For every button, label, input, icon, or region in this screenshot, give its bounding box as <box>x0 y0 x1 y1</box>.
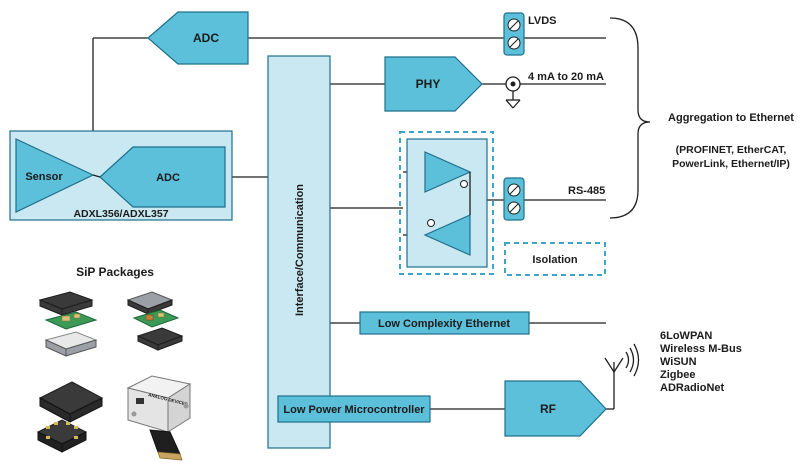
sensor-block <box>15 138 95 213</box>
isolation-label: Isolation <box>532 254 578 266</box>
sensor-module-label: ADXL356/ADXL357 <box>73 208 168 220</box>
rs485-receiver-icon <box>423 214 471 256</box>
aggregation-title: Aggregation to Ethernet <box>668 112 794 124</box>
current-loop-label: 4 mA to 20 mA <box>528 71 604 83</box>
sensor-label: Sensor <box>25 171 63 183</box>
sip-package-exploded-right-image <box>126 291 184 351</box>
wireless-protocol-item: ADRadioNet <box>660 382 725 394</box>
low-complexity-ethernet-block: Low Complexity Ethernet <box>359 311 530 335</box>
sip-packages-title: SiP Packages <box>76 265 154 279</box>
rf-block: RF <box>504 380 607 437</box>
wireless-protocol-item: Zigbee <box>660 369 695 381</box>
phy-block: PHY <box>384 56 483 112</box>
rs485-label: RS-485 <box>568 185 605 197</box>
low-power-mcu-label: Low Power Microcontroller <box>283 404 425 416</box>
isolated-transceiver <box>399 131 494 275</box>
low-power-mcu-block: Low Power Microcontroller <box>277 395 431 423</box>
phy-label: PHY <box>416 77 441 91</box>
adc-sensor-label: ADC <box>156 172 180 184</box>
rs485-driver-icon <box>424 151 472 193</box>
sip-package-module-image: ANALOG DEVICES <box>126 375 192 461</box>
wires <box>92 37 615 410</box>
adc-block-top: ADC <box>147 11 249 65</box>
wireless-protocol-item: 6LoWPAN <box>660 330 712 342</box>
lvds-connector-icon <box>503 12 525 56</box>
sip-package-chip-image <box>36 381 104 453</box>
aggregation-brace <box>609 17 651 219</box>
wire-sensor-to-adc <box>92 174 101 178</box>
adc-block-sensor <box>99 146 226 208</box>
lvds-label: LVDS <box>528 15 557 27</box>
aggregation-protocols-line-2: PowerLink, Ethernet/IP) <box>672 158 790 170</box>
low-complexity-ethernet-label: Low Complexity Ethernet <box>378 318 510 330</box>
wireless-protocol-item: WiSUN <box>660 356 697 368</box>
rs485-connector-icon <box>503 177 525 221</box>
interface-label: Interface/Communication <box>294 184 306 316</box>
sip-package-exploded-left-image <box>38 291 98 357</box>
adc-top-label: ADC <box>193 31 219 45</box>
rf-label: RF <box>540 402 556 416</box>
isolation-boundary <box>399 131 494 275</box>
isolation-legend: Isolation <box>504 242 606 276</box>
current-loop-connector-icon <box>505 76 521 109</box>
wireless-protocol-list: 6LoWPAN Wireless M-Bus WiSUN Zigbee ADRa… <box>660 330 742 394</box>
antenna-icon <box>604 343 640 377</box>
sensor-module: Sensor ADC ADXL356/ADXL357 <box>9 130 233 221</box>
interface-block: Interface/Communication <box>267 55 331 449</box>
aggregation-protocols-line-1: (PROFINET, EtherCAT, <box>676 144 787 156</box>
wireless-protocol-item: Wireless M-Bus <box>660 343 742 355</box>
